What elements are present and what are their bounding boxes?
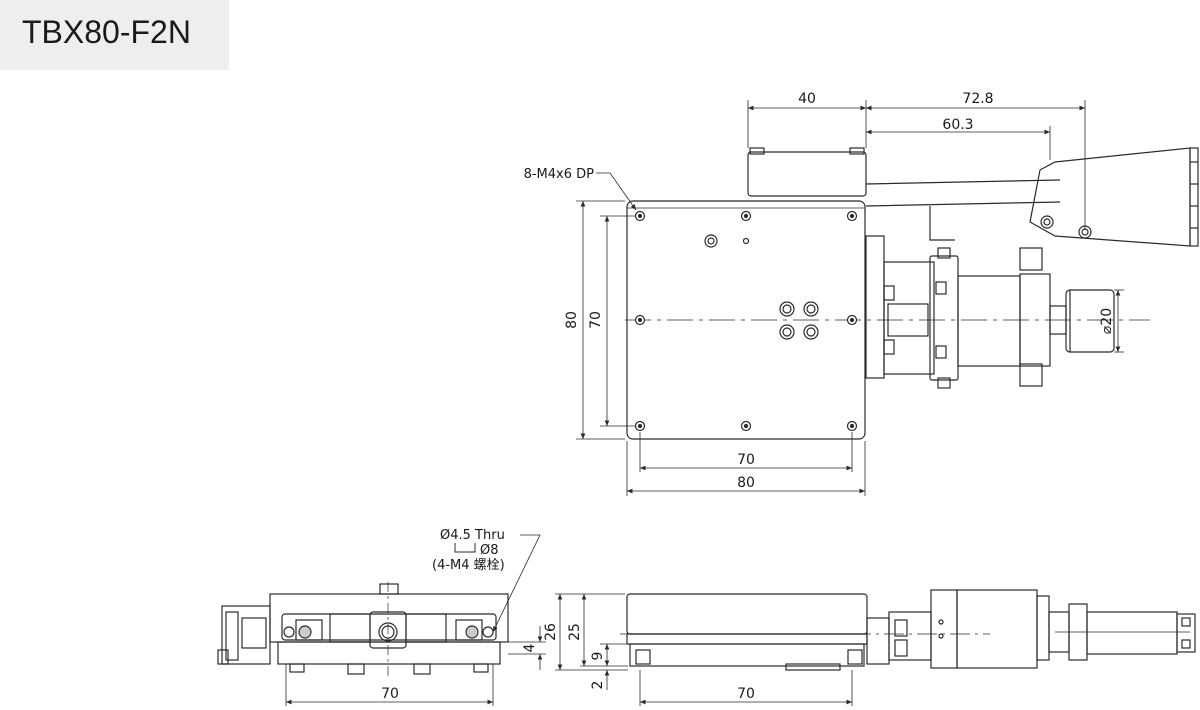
dim-inner-w: 70	[737, 452, 755, 468]
drive-assembly	[865, 235, 1067, 389]
model-title: TBX80-F2N	[22, 14, 191, 50]
top-view: 40 72.8 60.3 80 70 70 80 ⌀20 8-M4x6 DP	[524, 91, 1199, 496]
callout-line1: Ø4.5 Thru	[440, 528, 505, 543]
motor-block	[747, 151, 867, 197]
callout-line3: (4-M4 螺栓)	[432, 558, 505, 573]
front-dim-25: 25	[567, 623, 583, 641]
callout-line2: Ø8	[480, 543, 499, 558]
mounting-holes	[634, 210, 858, 432]
dim-diameter: ⌀20	[1099, 308, 1115, 334]
title-box: TBX80-F2N	[0, 0, 229, 70]
hole-note: 8-M4x6 DP	[524, 167, 595, 182]
front-dim-26: 26	[543, 623, 559, 641]
front-carriage	[626, 593, 868, 635]
knob	[1065, 289, 1115, 353]
side-dim-4: 4	[522, 643, 538, 652]
front-view: 26 25 9 2 70	[543, 589, 1196, 706]
side-dim-width: 70	[381, 686, 399, 702]
connector-plug	[1029, 147, 1191, 247]
counterbore-holes	[779, 301, 819, 340]
dim-inner-h: 70	[588, 311, 604, 329]
front-dim-width: 70	[737, 686, 755, 702]
dim-knob-offset: 60.3	[942, 117, 973, 133]
dim-total-len: 72.8	[962, 91, 993, 107]
dim-motor-len: 40	[798, 91, 816, 107]
dim-outer-h: 80	[564, 311, 580, 329]
front-dim-9: 9	[590, 652, 606, 661]
dim-outer-w: 80	[737, 475, 755, 491]
cable	[865, 179, 1061, 207]
front-dim-2: 2	[590, 681, 606, 690]
stage-plate	[626, 200, 866, 440]
side-view: Ø4.5 Thru Ø8 (4-M4 螺栓) 70 4	[217, 528, 546, 706]
